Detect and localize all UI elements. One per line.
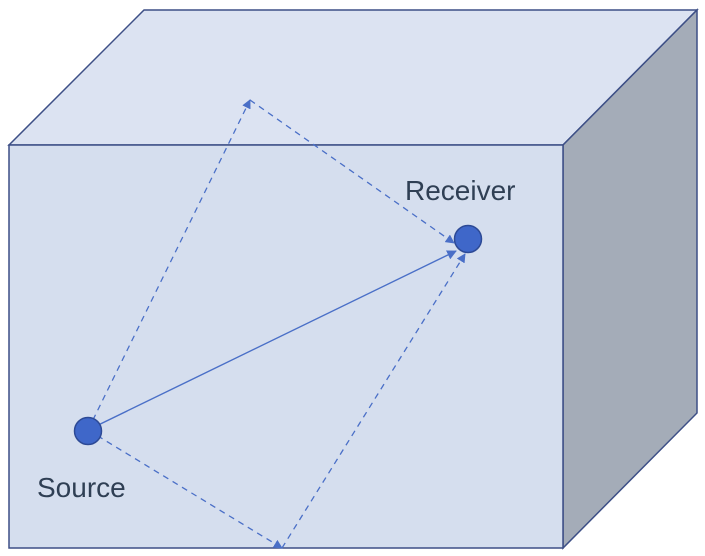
receiver-point [453,224,483,254]
receiver-label: Receiver [405,175,515,206]
source-label: Source [37,472,126,503]
source-point [73,416,103,446]
reflection-path-bottom-down [87,429,283,549]
reflection-path-bottom-up [281,253,466,549]
reflection-path-top-down [249,99,455,244]
box-front-face [8,144,564,549]
direct-path [87,250,457,431]
